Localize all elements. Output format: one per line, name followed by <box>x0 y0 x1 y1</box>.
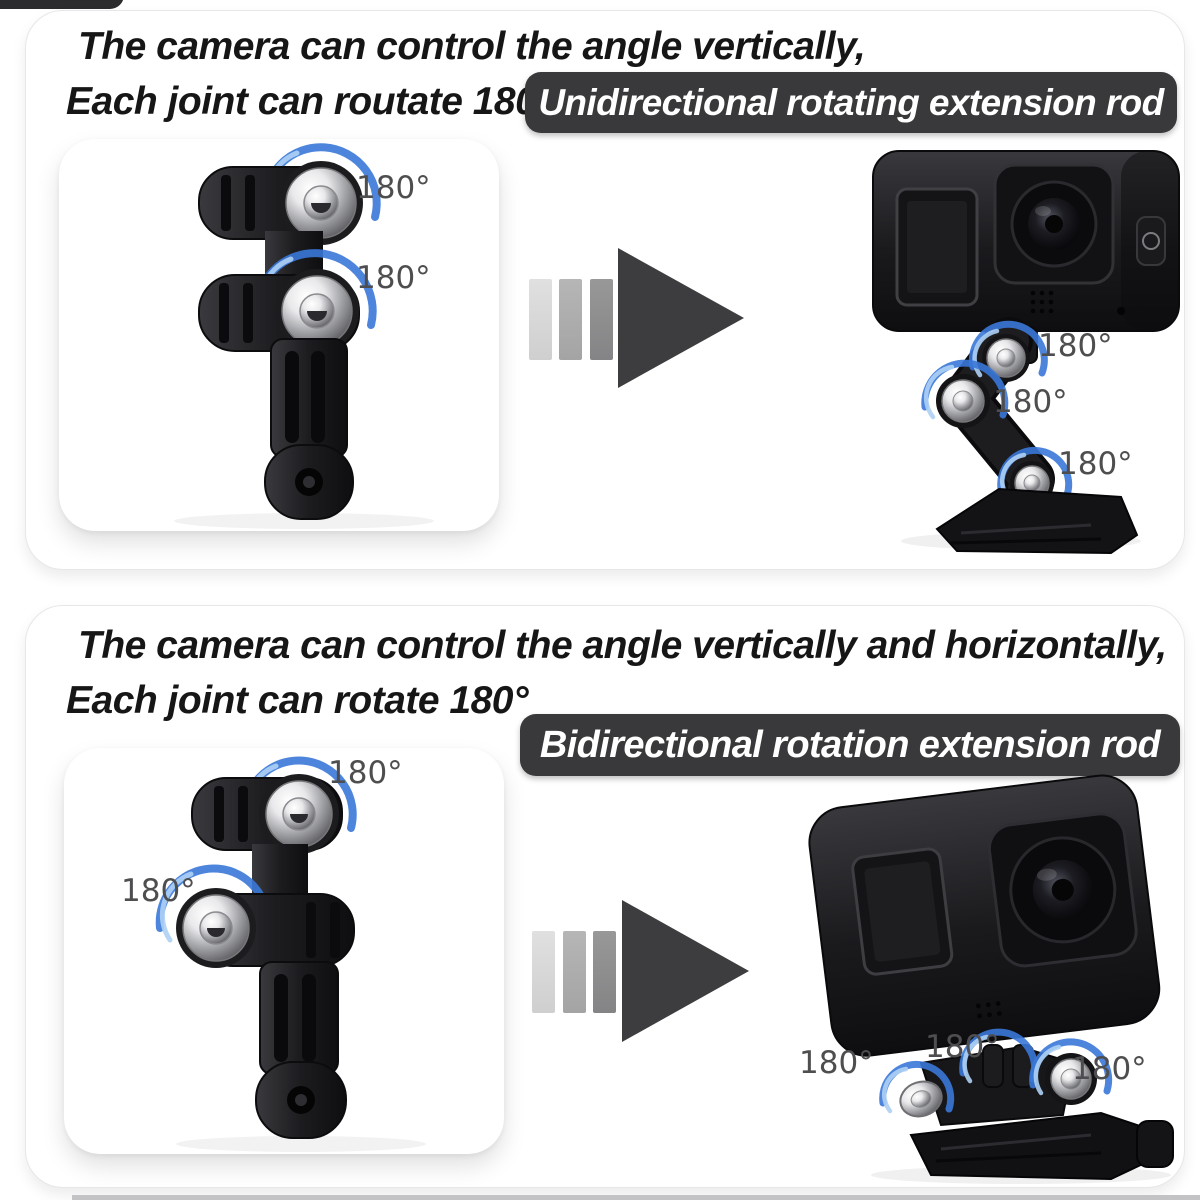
rotation-label: 180° <box>328 755 403 791</box>
rotation-label: 180° <box>356 170 431 206</box>
heading-line1: The camera can control the angle vertica… <box>78 25 866 68</box>
rod-photo-card <box>64 748 504 1154</box>
arrow-bar <box>563 931 586 1013</box>
arrow-bar <box>590 279 613 360</box>
rotation-label: 180° <box>121 873 196 909</box>
rotation-label: 180° <box>925 1029 1000 1065</box>
rotation-label: 180° <box>799 1045 874 1081</box>
section-heading: The camera can control the angle vertica… <box>66 19 866 129</box>
extension-rod-image <box>155 756 426 1152</box>
rotation-label: 180° <box>356 260 431 296</box>
gopro-on-swivel-mount-image <box>808 774 1174 1184</box>
top-left-dark-corner <box>0 0 124 9</box>
rotation-label: 180° <box>1072 1051 1147 1087</box>
rotation-label: 180° <box>1058 446 1133 482</box>
heading-line2: Each joint can rotate 180° <box>66 679 529 722</box>
rotation-label: 180° <box>993 384 1068 420</box>
extension-rod-image <box>174 143 434 529</box>
section-heading: The camera can control the angle vertica… <box>66 618 1167 728</box>
banner-unidirectional: Unidirectional rotating extension rod <box>525 72 1177 133</box>
arrow-bar <box>532 931 555 1013</box>
arrow-bar <box>559 279 582 360</box>
arrow-head <box>622 900 749 1042</box>
arrow-bar <box>593 931 616 1013</box>
arrow-bar <box>529 279 552 360</box>
bottom-edge-artifact <box>72 1195 1200 1200</box>
camera-photo <box>791 141 1191 561</box>
section-unidirectional: The camera can control the angle vertica… <box>25 10 1185 570</box>
heading-line2: Each joint can routate 180° <box>66 80 552 123</box>
banner-bidirectional: Bidirectional rotation extension rod <box>520 714 1180 776</box>
arrow-head <box>618 248 744 388</box>
heading-line1: The camera can control the angle vertica… <box>78 624 1167 667</box>
gopro-on-rod-image <box>872 150 1180 555</box>
rotation-label: 180° <box>1038 328 1113 364</box>
rod-photo-card <box>59 139 499 531</box>
camera-photo <box>771 763 1191 1187</box>
section-bidirectional: The camera can control the angle vertica… <box>25 605 1185 1188</box>
